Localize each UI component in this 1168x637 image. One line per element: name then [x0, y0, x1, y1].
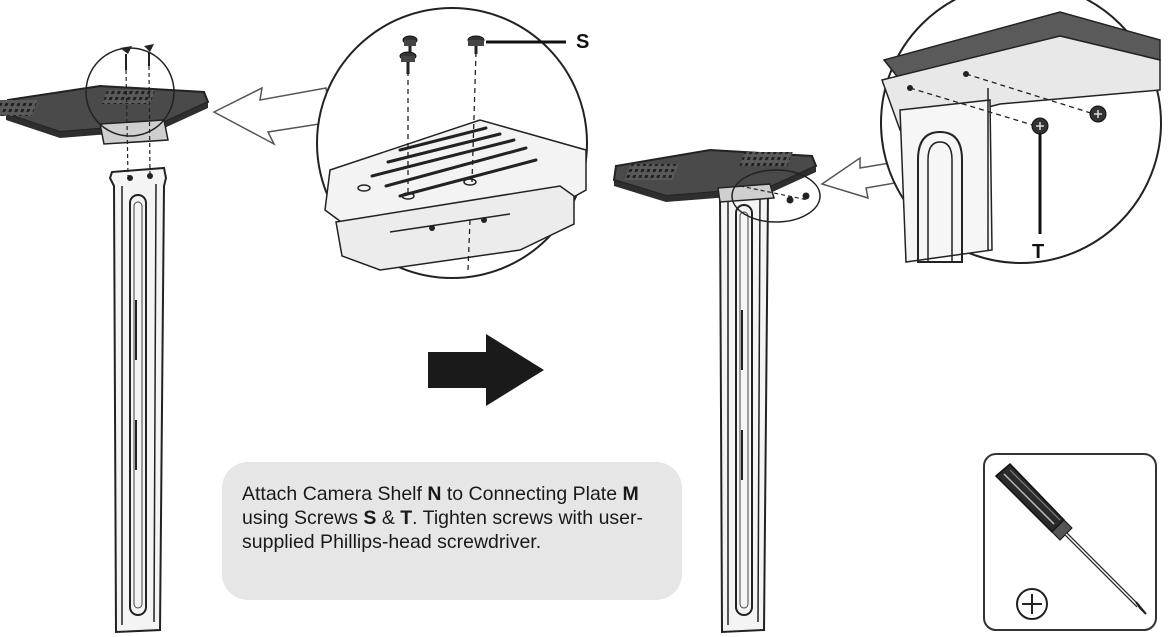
screw-t-icon [1031, 105, 1107, 135]
right-camera-shelf [612, 148, 818, 203]
left-detail-circle [85, 47, 175, 137]
connecting-plate-label: M [622, 483, 639, 505]
right-arrow-icon [428, 334, 544, 406]
instruction-text-4: & [376, 507, 401, 529]
instruction-text-3: using Screws [242, 507, 364, 529]
screw-s-icon [399, 35, 485, 74]
screwdriver-box [983, 453, 1157, 631]
screw-t-inline-label: T [400, 507, 413, 529]
callout-t-label: T [1032, 241, 1044, 263]
instruction-text-5: . Tighten screws with user-supplied Phil… [242, 507, 644, 553]
callout-s-label: S [576, 31, 589, 53]
camera-shelf-label: N [427, 483, 442, 505]
left-pointer-arrow [212, 86, 333, 146]
left-camera-shelf [0, 84, 210, 145]
left-assembly [0, 44, 333, 634]
instruction-box: Attach Camera Shelf N to Connecting Plat… [222, 462, 682, 600]
right-connecting-plate [714, 174, 774, 634]
phillips-head-symbol-icon [1016, 588, 1048, 620]
detail-circle-screws-s [316, 7, 588, 279]
left-connecting-plate [108, 166, 168, 634]
right-screws-t [739, 185, 810, 204]
instruction-text-1: Attach Camera Shelf [242, 483, 428, 505]
screw-s-inline-label: S [363, 507, 377, 529]
instruction-text-2: to Connecting Plate [441, 483, 623, 505]
phillips-screwdriver-icon [994, 462, 1147, 615]
detail-circle-screws-t [880, 0, 1162, 264]
right-detail-ellipse [731, 169, 821, 223]
